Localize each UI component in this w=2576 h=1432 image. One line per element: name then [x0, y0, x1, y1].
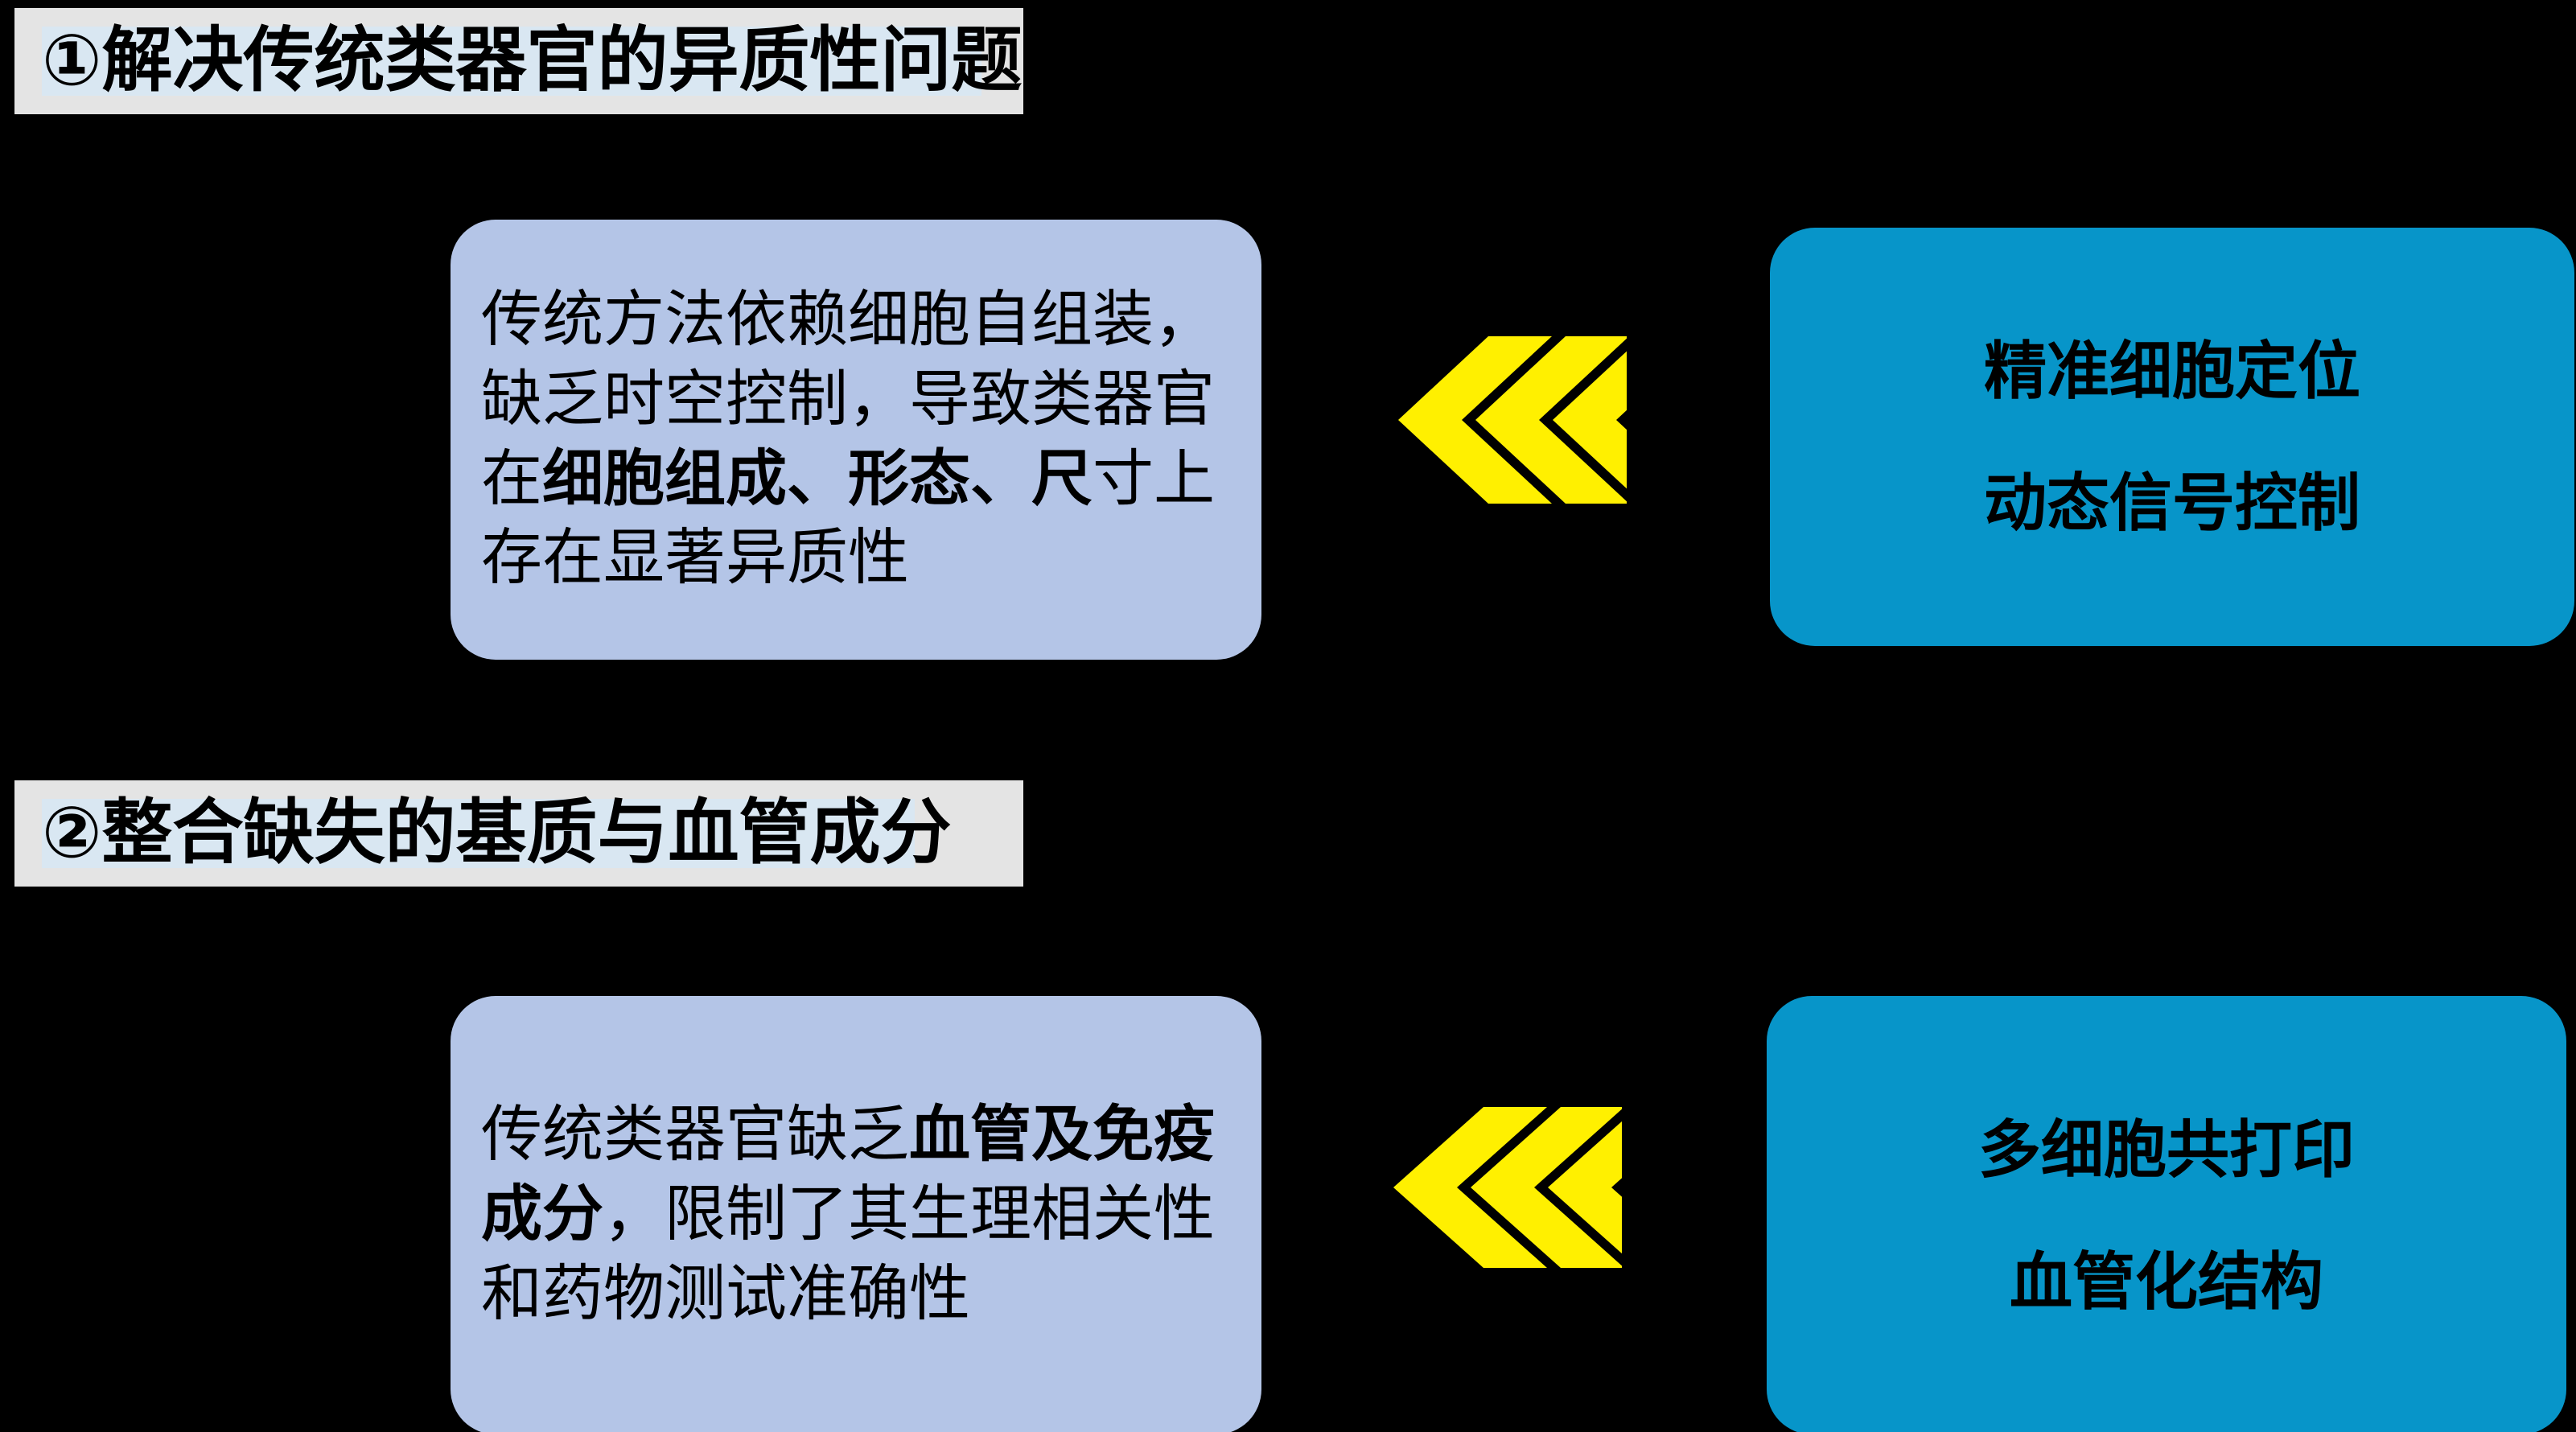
section-2-solution-box: 多细胞共打印 血管化结构	[1767, 996, 2566, 1432]
section-2-problem-text: 传统类器官缺乏血管及免疫成分，限制了其生理相关性和药物测试准确性	[451, 1096, 1261, 1334]
section-2-header-highlight	[42, 799, 915, 868]
section-1-problem-text: 传统方法依赖细胞自组装，缺乏时空控制，导致类器官在细胞组成、形态、尺寸上存在显著…	[451, 281, 1261, 599]
section-1-header-highlight	[42, 27, 981, 96]
section-2-triple-chevron-left-icon	[1393, 1107, 1622, 1268]
section-1-problem-suffix: 寸上存在显著异质性	[481, 444, 1215, 593]
section-1-header-title: ①解决传统类器官的异质性问题	[42, 20, 1023, 100]
section-2-problem-prefix: 传统类器官缺乏	[481, 1101, 909, 1170]
section-1-triple-chevron-left-icon	[1398, 336, 1627, 504]
section-2-problem-box: 传统类器官缺乏血管及免疫成分，限制了其生理相关性和药物测试准确性	[451, 996, 1261, 1432]
section-2-solution-line-1: 多细胞共打印	[1977, 1113, 2355, 1185]
section-1-problem-emphasis: 细胞组成、形态、尺	[542, 444, 1093, 513]
section-1-solution-line-1: 精准细胞定位	[1983, 335, 2360, 406]
section-1-solution-box: 精准细胞定位 动态信号控制	[1770, 228, 2574, 646]
section-2-header-title: ②整合缺失的基质与血管成分	[42, 792, 952, 872]
section-1-problem-box: 传统方法依赖细胞自组装，缺乏时空控制，导致类器官在细胞组成、形态、尺寸上存在显著…	[451, 220, 1261, 660]
section-2-solution-line-2: 血管化结构	[2009, 1245, 2323, 1317]
section-1-problem-prefix: 传统方法依赖细胞自组装，缺乏时空控制，导致类器官在	[481, 285, 1215, 513]
section-1-solution-line-2: 动态信号控制	[1983, 467, 2360, 538]
section-2-problem-suffix: ，限制了其生理相关性和药物测试准确性	[481, 1180, 1215, 1328]
section-2-problem-emphasis: 血管及免疫成分	[481, 1101, 1215, 1249]
